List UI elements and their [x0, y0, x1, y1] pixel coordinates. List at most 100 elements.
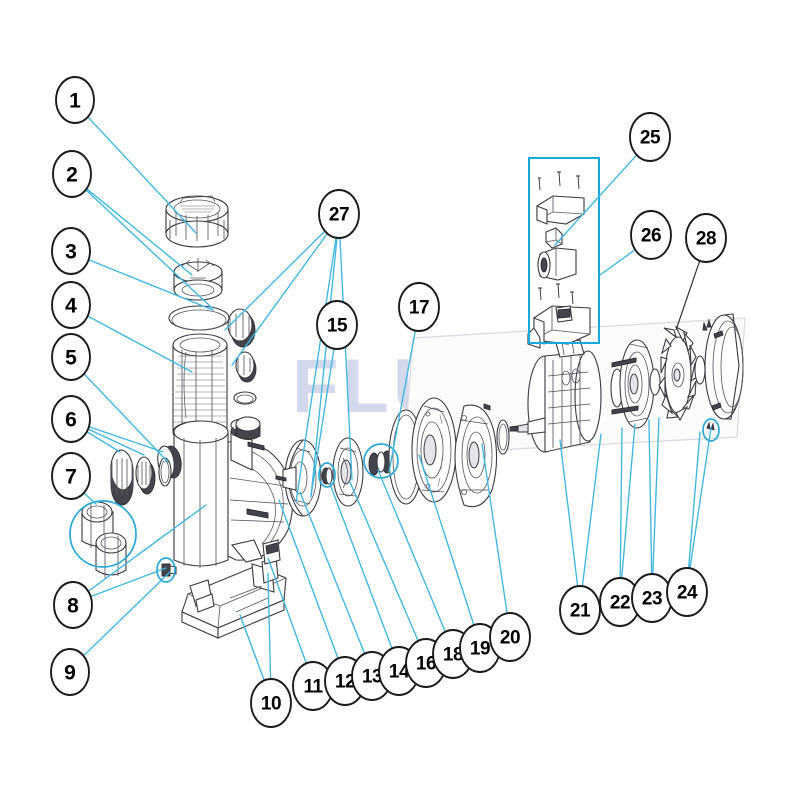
part-impeller [332, 437, 364, 507]
callout-balloon-2[interactable]: 2 [52, 150, 92, 198]
callout-balloon-20[interactable]: 20 [489, 612, 531, 662]
leader-line-6-2 [87, 425, 164, 453]
callout-balloon-27[interactable]: 27 [318, 189, 360, 239]
callout-number-21: 21 [570, 601, 591, 622]
leader-line-8-0 [89, 567, 167, 598]
leader-line-27-4 [339, 236, 353, 481]
parts-artwork [81, 171, 744, 639]
callout-balloon-10[interactable]: 10 [250, 678, 292, 728]
leader-line-3-0 [86, 258, 214, 311]
part-seal-plate [411, 397, 457, 503]
leader-line-27-2 [295, 235, 337, 503]
leader-line-13-0 [299, 491, 366, 656]
callout-balloon-1[interactable]: 1 [55, 76, 95, 124]
leader-line-10-0 [239, 614, 266, 683]
leader-line-27-1 [231, 231, 329, 366]
callout-balloon-9[interactable]: 9 [50, 648, 90, 696]
leader-line-8-1 [86, 504, 207, 593]
callout-balloon-8[interactable]: 8 [53, 581, 93, 629]
seal-small-oval [318, 462, 336, 488]
leader-line-17-0 [388, 328, 417, 473]
callout-number-13: 13 [362, 667, 382, 688]
drain-plug-oval [156, 557, 176, 583]
leader-line-22-0 [619, 427, 623, 580]
leader-line-21-0 [559, 439, 579, 589]
callout-number-4: 4 [65, 295, 77, 318]
leader-line-18-0 [377, 469, 447, 634]
callout-number-14: 14 [389, 662, 410, 683]
callout-number-26: 26 [641, 226, 661, 247]
callout-number-23: 23 [642, 589, 662, 610]
callout-number-15: 15 [327, 316, 348, 337]
callout-number-2: 2 [66, 164, 78, 187]
callout-balloon-4[interactable]: 4 [51, 281, 91, 329]
leader-line-15-0 [310, 346, 335, 497]
part-union-connector-pair [81, 501, 127, 578]
leader-line-1-0 [86, 115, 197, 234]
leader-line-6-1 [86, 427, 145, 456]
part-capacitor-terminal-box [527, 171, 591, 349]
callout-number-7: 7 [65, 466, 77, 489]
callout-number-1: 1 [69, 90, 81, 113]
callout-balloon-11[interactable]: 11 [292, 661, 334, 711]
leader-line-2-1 [84, 188, 213, 309]
part-diffuser [275, 439, 322, 517]
part-mounting-base-bracket [181, 539, 287, 639]
callout-number-25: 25 [640, 128, 661, 149]
callout-balloon-22[interactable]: 22 [599, 577, 641, 627]
leader-line-6-0 [85, 430, 121, 453]
callout-balloon-17[interactable]: 17 [398, 282, 440, 332]
callout-number-17: 17 [409, 298, 429, 319]
callout-balloon-28[interactable]: 28 [685, 213, 727, 263]
leader-line-21-1 [581, 433, 602, 589]
leader-lines [82, 115, 712, 683]
callout-balloon-26[interactable]: 26 [630, 210, 672, 260]
callout-balloon-25[interactable]: 25 [629, 112, 671, 162]
part-lid-o-ring [168, 305, 230, 331]
leader-line-11-0 [267, 557, 308, 666]
callout-balloon-5[interactable]: 5 [51, 333, 91, 381]
part-strainer-lid [165, 195, 229, 248]
leader-line-14-0 [329, 483, 394, 651]
callout-balloon-24[interactable]: 24 [666, 567, 708, 617]
leader-line-24-0 [687, 431, 701, 570]
callout-balloon-15[interactable]: 15 [316, 300, 358, 350]
leader-line-22-1 [620, 423, 636, 580]
callout-number-11: 11 [303, 677, 323, 698]
callout-number-10: 10 [261, 694, 281, 715]
callout-number-12: 12 [335, 672, 355, 693]
part-motor-body [509, 339, 602, 453]
callout-balloon-3[interactable]: 3 [51, 227, 91, 275]
part-union-nut-set [110, 449, 172, 506]
callout-balloon-6[interactable]: 6 [51, 395, 91, 443]
leader-line-28-0 [675, 259, 701, 331]
callout-balloon-23[interactable]: 23 [631, 573, 673, 623]
callout-number-6: 6 [65, 409, 77, 432]
callout-balloon-21[interactable]: 21 [559, 585, 601, 635]
part-lid-diffuser-insert [173, 258, 223, 301]
leader-line-27-3 [310, 236, 338, 498]
part-seal-kit-items [227, 308, 261, 440]
leader-line-23-0 [648, 419, 653, 576]
part-motor-end-bracket [610, 339, 661, 429]
leader-line-20-0 [481, 443, 508, 616]
callout-number-24: 24 [677, 583, 698, 604]
callout-number-19: 19 [470, 639, 490, 660]
callout-number-16: 16 [416, 654, 436, 675]
callout-number-3: 3 [65, 241, 77, 264]
part-fan-cover [702, 313, 744, 431]
leader-line-9-0 [82, 571, 171, 658]
leader-line-12-0 [278, 499, 340, 661]
callout-number-8: 8 [67, 595, 79, 618]
leader-line-16-0 [349, 481, 420, 643]
leader-line-26-0 [599, 248, 637, 276]
callout-balloon-7[interactable]: 7 [51, 452, 91, 500]
leader-line-2-0 [85, 187, 193, 276]
leader-line-10-1 [267, 572, 272, 681]
callout-number-22: 22 [610, 593, 630, 614]
callout-number-20: 20 [500, 628, 520, 649]
callout-number-27: 27 [329, 205, 349, 226]
